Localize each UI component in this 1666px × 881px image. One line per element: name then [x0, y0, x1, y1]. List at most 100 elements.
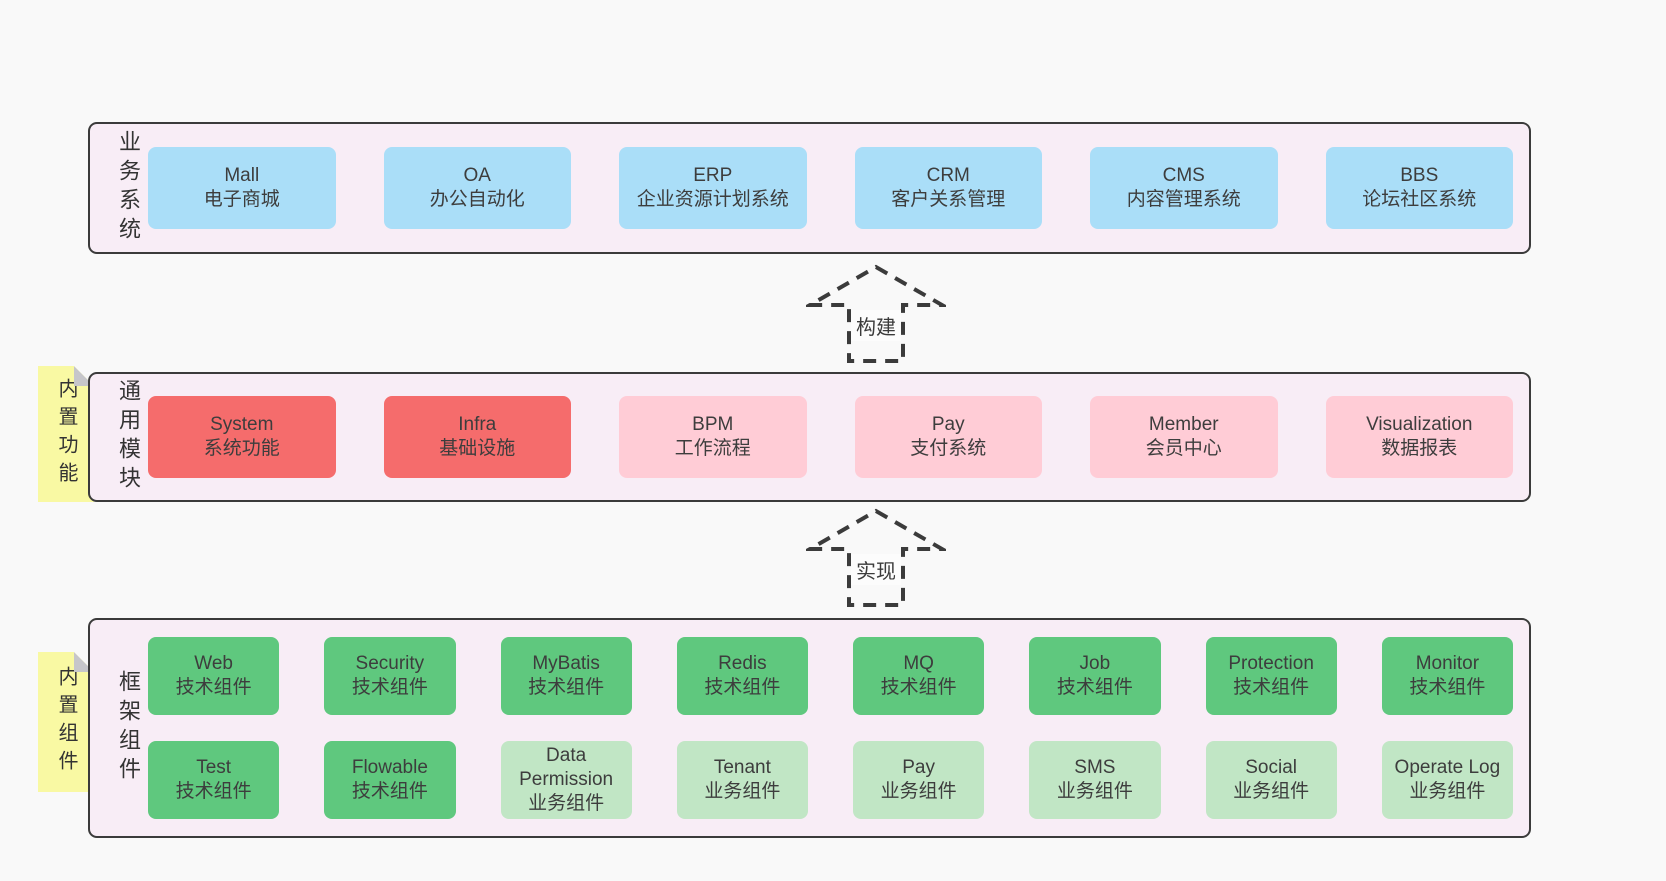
node-name: BBS [1400, 164, 1439, 186]
node-name: Infra [458, 413, 497, 435]
node-oa: OA 办公自动化 [383, 147, 571, 229]
node-subtitle: 电子商城 [203, 189, 280, 210]
node-subtitle: 业务组件 [528, 793, 605, 815]
node-name: Security [355, 652, 425, 674]
node-visualization: Visualization 数据报表 [1325, 396, 1513, 478]
node-mq: MQ 技术组件 [853, 637, 985, 715]
node-name: Social [1245, 756, 1297, 778]
node-subtitle: 技术组件 [1233, 677, 1310, 698]
node-subtitle: 内容管理系统 [1126, 189, 1241, 210]
node-name: Protection [1228, 652, 1314, 674]
node-name: SMS [1074, 756, 1116, 778]
node-subtitle: 技术组件 [175, 781, 252, 802]
node-name: Tenant [713, 756, 771, 778]
node-social: Social 业务组件 [1205, 741, 1337, 819]
node-name: OA [463, 164, 491, 186]
node-data-permission: Data Permission 业务组件 [500, 741, 632, 819]
build-arrow: 构建 [806, 264, 946, 364]
node-subtitle: 企业资源计划系统 [636, 189, 789, 210]
node-subtitle: 系统功能 [203, 438, 280, 459]
node-flowable: Flowable 技术组件 [324, 741, 456, 819]
node-name: BPM [692, 413, 734, 435]
node-name: Web [194, 652, 233, 674]
node-monitor: Monitor 技术组件 [1381, 637, 1513, 715]
node-pay: Pay 支付系统 [854, 396, 1042, 478]
node-subtitle: 数据报表 [1381, 438, 1458, 459]
node-subtitle: 技术组件 [351, 781, 428, 802]
node-sms: SMS 业务组件 [1029, 741, 1161, 819]
node-cms: CMS 内容管理系统 [1090, 147, 1278, 229]
node-web: Web 技术组件 [148, 637, 280, 715]
node-erp: ERP 企业资源计划系统 [619, 147, 807, 229]
node-subtitle: 技术组件 [175, 677, 252, 698]
layer-title: 框架组件 [116, 670, 141, 786]
node-subtitle: 客户关系管理 [891, 189, 1006, 210]
node-name: Test [196, 756, 232, 778]
node-mall: Mall 电子商城 [148, 147, 336, 229]
node-subtitle: 论坛社区系统 [1362, 189, 1477, 210]
node-redis: Redis 技术组件 [676, 637, 808, 715]
node-subtitle: 技术组件 [880, 677, 957, 698]
node-name: Visualization [1366, 413, 1473, 435]
dashed-up-arrow-icon [806, 508, 946, 607]
node-subtitle: 技术组件 [704, 677, 781, 698]
node-name: Monitor [1415, 652, 1480, 674]
node-subtitle: 支付系统 [910, 438, 987, 459]
node-bbs: BBS 论坛社区系统 [1325, 147, 1513, 229]
node-subtitle: 基础设施 [439, 438, 516, 459]
node-name: Operate Log [1394, 756, 1501, 778]
implement-arrow: 实现 [806, 508, 946, 608]
node-name: MQ [903, 652, 934, 674]
sticky-note-built-in-components: 内置组件 [38, 652, 94, 792]
node-subtitle: 技术组件 [351, 677, 428, 698]
node-subtitle: 业务组件 [1409, 781, 1486, 802]
node-name: Flowable [351, 756, 428, 778]
arrow-label: 构建 [851, 310, 901, 341]
node-security: Security 技术组件 [324, 637, 456, 715]
node-name: CMS [1162, 164, 1205, 186]
node-mybatis: MyBatis 技术组件 [500, 637, 632, 715]
node-name: Pay [931, 413, 965, 435]
node-name: Member [1148, 413, 1219, 435]
node-subtitle: 技术组件 [528, 677, 605, 698]
layer-title: 通用模块 [116, 379, 141, 495]
node-subtitle: 技术组件 [1409, 677, 1486, 698]
node-subtitle: 技术组件 [1056, 677, 1133, 698]
node-name: MyBatis [532, 652, 600, 674]
node-name: Data Permission [519, 744, 614, 790]
dashed-up-arrow-icon [806, 264, 946, 363]
node-name: Pay [902, 756, 935, 778]
node-name: Job [1079, 652, 1111, 674]
sticky-note-label: 内置功能 [55, 378, 77, 490]
node-subtitle: 办公自动化 [429, 189, 525, 210]
node-name: Mall [224, 164, 260, 186]
sticky-note-label: 内置组件 [55, 666, 77, 778]
layer-title: 业务系统 [116, 130, 141, 246]
node-protection: Protection 技术组件 [1205, 637, 1337, 715]
node-name: ERP [693, 164, 733, 186]
node-tenant: Tenant 业务组件 [676, 741, 808, 819]
node-subtitle: 业务组件 [704, 781, 781, 802]
node-subtitle: 会员中心 [1145, 438, 1222, 459]
node-operate-log: Operate Log 业务组件 [1381, 741, 1513, 819]
node-name: Redis [718, 652, 767, 674]
node-subtitle: 业务组件 [1233, 781, 1310, 802]
node-infra: Infra 基础设施 [383, 396, 571, 478]
arrow-label: 实现 [851, 554, 901, 585]
node-subtitle: 业务组件 [1056, 781, 1133, 802]
